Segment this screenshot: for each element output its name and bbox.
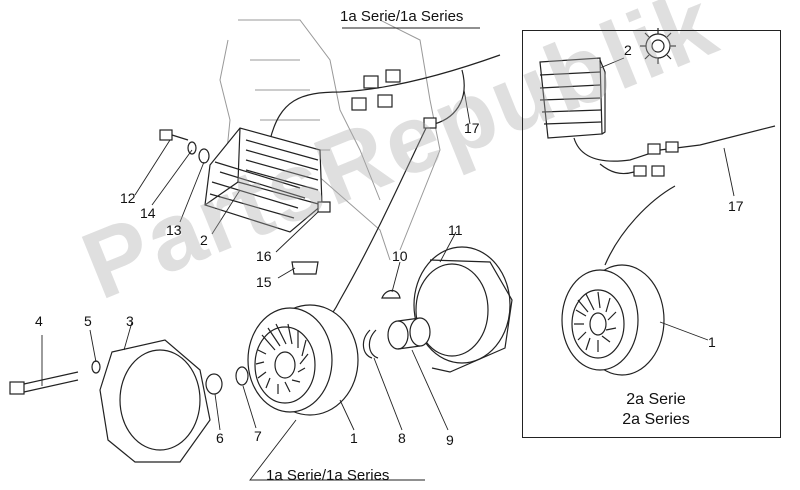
circlip-8 — [362, 329, 379, 359]
grommet-15 — [291, 261, 319, 275]
inset-connector-b — [665, 141, 679, 153]
callout-2-right: 2 — [624, 42, 632, 58]
callout-11: 11 — [448, 222, 463, 238]
callout-3: 3 — [126, 313, 134, 329]
series-label-bottom: 1a Serie/1a Series — [266, 467, 390, 484]
callout-13: 13 — [166, 222, 182, 238]
callout-15: 15 — [256, 274, 272, 290]
stator-left — [247, 304, 359, 416]
harness-cable-upper — [269, 54, 501, 141]
callout-16: 16 — [256, 248, 272, 264]
inset-series-line1: 2a Serie — [626, 391, 686, 408]
leader-lines-left — [41, 27, 480, 481]
regulator-right — [539, 57, 606, 139]
connector-e — [423, 117, 437, 129]
bolt-12 — [159, 129, 189, 141]
washer-7 — [235, 366, 249, 386]
spacer-9 — [387, 317, 431, 350]
callout-1-right: 1 — [708, 334, 716, 350]
callout-8: 8 — [398, 430, 406, 446]
second-series-inset — [522, 30, 781, 438]
leader-lines-right — [599, 57, 735, 341]
connector-c — [351, 97, 367, 111]
callout-5: 5 — [84, 313, 92, 329]
washer-5 — [91, 360, 101, 374]
callout-6: 6 — [216, 430, 224, 446]
gear-symbol — [640, 28, 676, 64]
callout-1-left: 1 — [350, 430, 358, 446]
washer-13 — [198, 148, 210, 164]
inset-series-line2: 2a Series — [622, 411, 690, 428]
washer-14 — [187, 141, 197, 155]
callout-12: 12 — [120, 190, 136, 206]
cover-11 — [413, 246, 513, 373]
callout-17-left: 17 — [464, 120, 480, 136]
nut-6 — [205, 373, 223, 395]
cover-3 — [99, 339, 211, 463]
stator-right — [561, 264, 665, 376]
callout-9: 9 — [446, 432, 454, 448]
callout-17-right: 17 — [728, 198, 744, 214]
inset-connector-a — [647, 143, 661, 155]
connector-b — [385, 69, 401, 83]
callout-4: 4 — [35, 313, 43, 329]
inset-connector-c — [633, 165, 647, 177]
inset-connector-d — [651, 165, 665, 177]
callout-14: 14 — [140, 205, 156, 221]
callout-10: 10 — [392, 248, 408, 264]
callout-7: 7 — [254, 428, 262, 444]
callout-2-left: 2 — [200, 232, 208, 248]
regulator-left — [204, 127, 331, 233]
connector-a — [363, 75, 379, 89]
bolt-4 — [9, 371, 79, 395]
grommet-10 — [381, 289, 401, 299]
connector-d — [377, 94, 393, 108]
series-label-top: 1a Serie/1a Series — [340, 8, 464, 25]
